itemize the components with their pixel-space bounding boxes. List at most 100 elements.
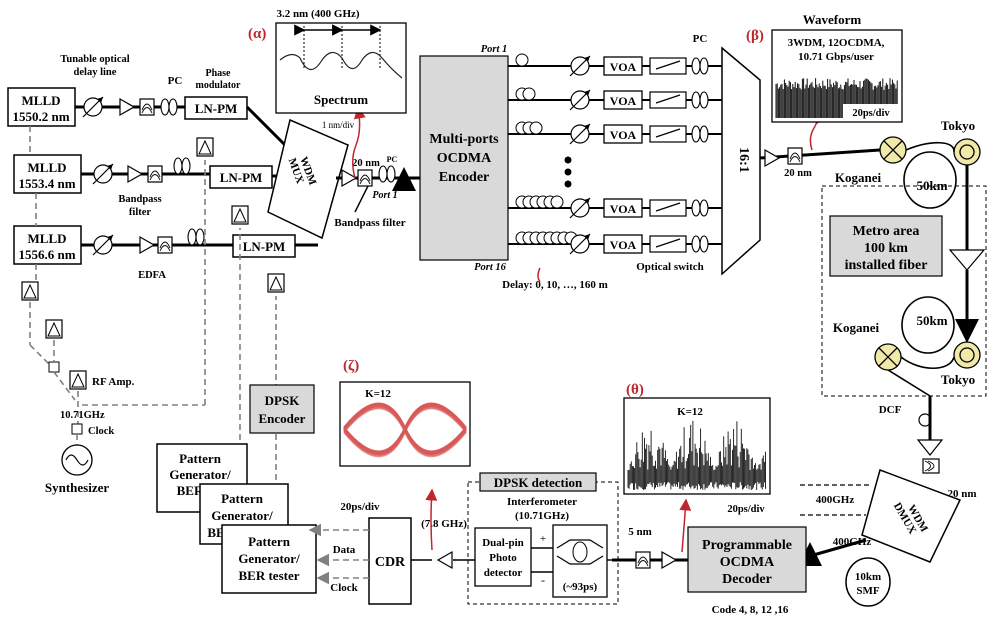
svg-text:Generator/: Generator/ xyxy=(211,508,273,523)
rf-clock-distribution: RF Amp. 10.71GHz Clock Synthesizer xyxy=(21,126,277,530)
svg-text:Generator/: Generator/ xyxy=(238,551,300,566)
svg-text:LN-PM: LN-PM xyxy=(220,170,263,185)
svg-text:50km: 50km xyxy=(916,178,947,193)
svg-text:Waveform: Waveform xyxy=(803,12,862,27)
waveform-inset: (β) Waveform 3WDM, 12OCDMA, 10.71 Gbps/u… xyxy=(746,12,903,123)
svg-text:10.71GHz: 10.71GHz xyxy=(60,410,105,421)
ocdma-encoder: Multi-ports OCDMA Encoder Port 1 Port 16 xyxy=(419,44,509,273)
interferometer: (~93ps) xyxy=(552,524,608,598)
wdm-demux: WDM DMUX xyxy=(861,469,962,563)
svg-text:Multi-ports: Multi-ports xyxy=(429,132,499,147)
svg-text:installed fiber: installed fiber xyxy=(845,258,928,273)
svg-text:Programmable: Programmable xyxy=(702,538,792,553)
svg-text:Pattern: Pattern xyxy=(248,534,291,549)
encoder-branches: VOA VOA VOA VOA VOA xyxy=(508,53,722,255)
svg-text:Spectrum: Spectrum xyxy=(314,92,368,107)
svg-text:3WDM, 12OCDMA,: 3WDM, 12OCDMA, xyxy=(788,37,885,49)
svg-text:20 nm: 20 nm xyxy=(947,488,976,500)
tunable-delay-label-2: delay line xyxy=(74,67,117,78)
svg-text:VOA: VOA xyxy=(610,128,637,142)
svg-text:Tokyo: Tokyo xyxy=(941,118,975,133)
svg-text:Interferometer: Interferometer xyxy=(507,496,577,508)
dpsk-encoder: DPSK Encoder xyxy=(249,384,315,434)
svg-text:400GHz: 400GHz xyxy=(816,494,855,506)
svg-text:Koganei: Koganei xyxy=(833,320,880,335)
svg-text:MLLD: MLLD xyxy=(22,93,61,108)
svg-text:(10.71GHz): (10.71GHz) xyxy=(515,510,569,522)
svg-text:filter: filter xyxy=(129,207,151,218)
svg-text:(β): (β) xyxy=(746,28,764,44)
svg-text:Pattern: Pattern xyxy=(221,491,264,506)
metro-ring: Tokyo Koganei 50km Metro area 100 km ins… xyxy=(829,118,986,397)
wdm-mux: WDM MUX xyxy=(267,118,349,240)
svg-text:10.71 Gbps/user: 10.71 Gbps/user xyxy=(798,51,874,63)
ocdma-decoder: Programmable OCDMA Decoder Code 4, 8, 12… xyxy=(687,526,807,616)
svg-text:Pattern: Pattern xyxy=(179,451,222,466)
svg-text:20ps/div: 20ps/div xyxy=(852,108,890,119)
svg-text:Bandpass: Bandpass xyxy=(118,194,161,205)
svg-text:PC: PC xyxy=(387,155,398,164)
svg-text:BER: BER xyxy=(177,483,204,498)
svg-text:PC: PC xyxy=(168,75,183,87)
delay-label: Delay: 0, 10, …, 160 m xyxy=(502,279,608,291)
svg-text:detector: detector xyxy=(484,567,523,579)
svg-text:LN-PM: LN-PM xyxy=(243,239,286,254)
svg-text:Clock: Clock xyxy=(88,426,114,437)
svg-text:RF Amp.: RF Amp. xyxy=(92,376,135,388)
eye-diagram-zeta: (ζ) K=12 xyxy=(339,358,471,467)
svg-text:EDFA: EDFA xyxy=(138,270,166,281)
svg-text:SMF: SMF xyxy=(856,585,880,597)
svg-text:BE: BE xyxy=(207,525,224,540)
svg-text:modulator: modulator xyxy=(196,80,242,91)
svg-text:100 km: 100 km xyxy=(864,241,908,256)
pattern-generator-1: Pattern Generator/ BER xyxy=(156,443,248,513)
svg-text:+: + xyxy=(540,533,546,545)
svg-text:3.2 nm (400 GHz): 3.2 nm (400 GHz) xyxy=(276,8,359,20)
svg-text:1 nm/div: 1 nm/div xyxy=(322,120,355,130)
svg-text:Koganei: Koganei xyxy=(835,170,882,185)
svg-text:OCDMA: OCDMA xyxy=(437,151,492,166)
svg-text:10km: 10km xyxy=(855,571,881,583)
svg-text:BER tester: BER tester xyxy=(238,568,299,583)
eye-diagram-theta: (θ) K=12 20ps/div xyxy=(623,382,771,515)
svg-text:VOA: VOA xyxy=(610,94,637,108)
metro-area-box xyxy=(821,185,987,397)
svg-text:(ζ): (ζ) xyxy=(343,358,359,374)
svg-text:1550.2 nm: 1550.2 nm xyxy=(12,109,69,124)
cdr: CDR xyxy=(368,517,412,605)
svg-text:20ps/div: 20ps/div xyxy=(727,504,765,515)
mlld-1550: MLLD 1550.2 nm xyxy=(7,87,76,127)
svg-text:(7.8 GHz): (7.8 GHz) xyxy=(421,518,467,530)
svg-text:VOA: VOA xyxy=(610,60,637,74)
svg-text:20 nm: 20 nm xyxy=(352,158,380,169)
pattern-generator-ber-tester: Pattern Generator/ BER tester xyxy=(221,524,317,594)
svg-text:CDR: CDR xyxy=(375,555,406,570)
svg-text:VOA: VOA xyxy=(610,238,637,252)
svg-text:5 nm: 5 nm xyxy=(628,526,652,538)
svg-text:Decoder: Decoder xyxy=(722,572,772,587)
svg-text:Bandpass filter: Bandpass filter xyxy=(334,217,405,229)
svg-text:Code 4, 8, 12 ,16: Code 4, 8, 12 ,16 xyxy=(712,604,789,616)
svg-text:Data: Data xyxy=(333,544,356,556)
svg-text:Clock: Clock xyxy=(330,582,358,594)
svg-text:Port 1: Port 1 xyxy=(481,44,508,55)
svg-text:Port 1: Port 1 xyxy=(372,190,397,201)
optical-switch-label: Optical switch xyxy=(636,261,704,273)
svg-text:VOA: VOA xyxy=(610,202,637,216)
svg-text:Dual-pin: Dual-pin xyxy=(482,537,524,549)
mlld-1556: MLLD 1556.6 nm xyxy=(13,225,82,265)
svg-text:Metro area: Metro area xyxy=(853,224,920,239)
svg-text:Encoder: Encoder xyxy=(439,170,490,185)
svg-text:LN-PM: LN-PM xyxy=(195,101,238,116)
svg-text:DCF: DCF xyxy=(879,404,902,416)
tunable-delay-label: Tunable optical xyxy=(60,54,129,65)
svg-text:OCDMA: OCDMA xyxy=(720,555,775,570)
dpsk-detection-title: DPSK detection xyxy=(494,475,583,490)
photo-detector: Dual-pin Photo detector xyxy=(474,527,532,587)
svg-text:1556.6 nm: 1556.6 nm xyxy=(18,247,75,262)
svg-text:400GHz: 400GHz xyxy=(833,536,872,548)
svg-text:MLLD: MLLD xyxy=(28,160,67,175)
svg-text:(~93ps): (~93ps) xyxy=(563,581,598,593)
spectrum-inset: (α) 3.2 nm (400 GHz) Spectrum 1 nm/div xyxy=(248,8,407,130)
